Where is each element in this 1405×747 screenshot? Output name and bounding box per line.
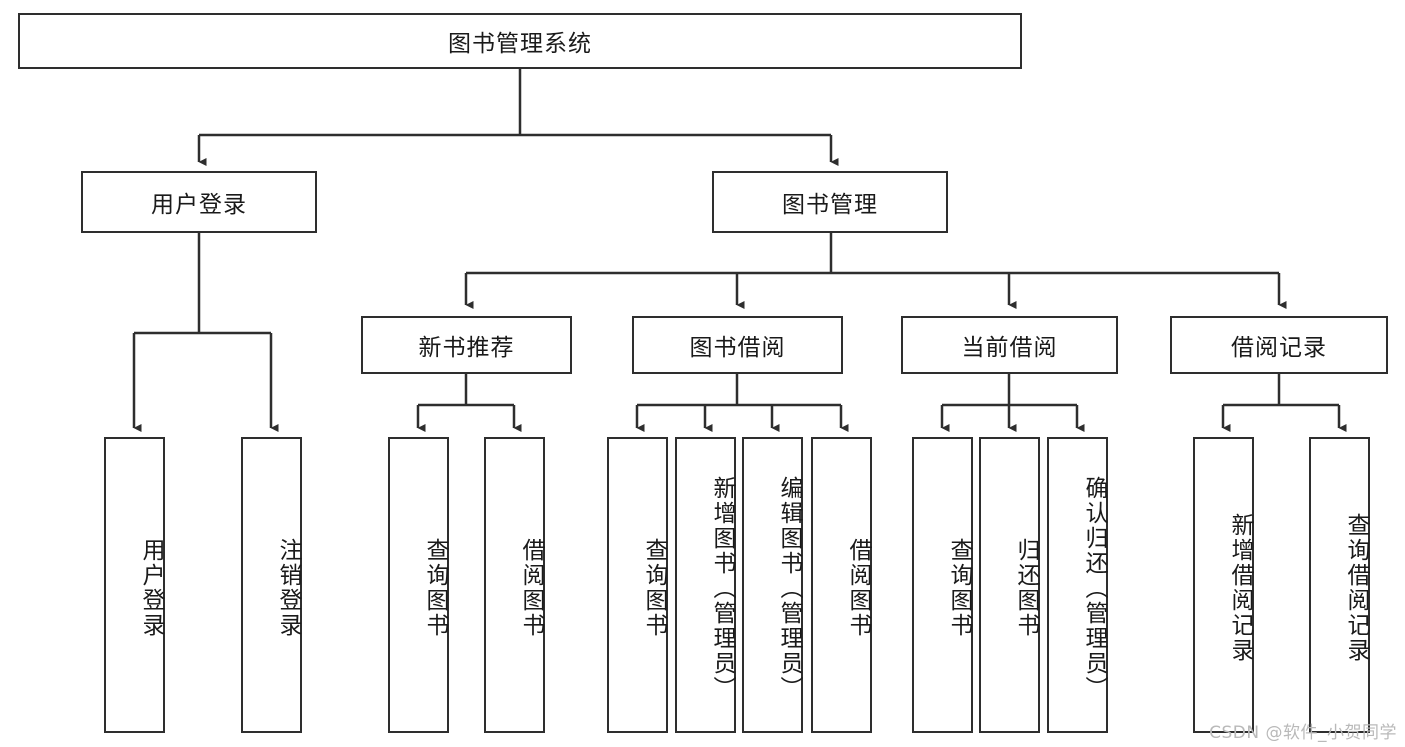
node-leaf-query-borrow-record[interactable]: 查询借阅记录	[1309, 437, 1370, 733]
node-book-management-label: 图书管理	[782, 192, 878, 218]
node-leaf-borrow-books-recommend[interactable]: 借阅图书	[484, 437, 545, 733]
node-current-borrow-label: 当前借阅	[961, 335, 1058, 361]
node-leaf-query-books-borrow[interactable]: 查询图书	[607, 437, 668, 733]
node-leaf-return-books[interactable]: 归还图书	[979, 437, 1040, 733]
node-leaf-edit-book-admin[interactable]: 编辑图书（管理员）	[742, 437, 803, 733]
node-leaf-edit-book-admin-label: 编辑图书（管理员）	[776, 475, 802, 701]
node-leaf-borrow-books-label: 借阅图书	[845, 538, 871, 638]
node-user-login[interactable]: 用户登录	[81, 171, 317, 233]
node-leaf-add-book-admin[interactable]: 新增图书（管理员）	[675, 437, 736, 733]
node-leaf-user-login[interactable]: 用户登录	[104, 437, 165, 733]
node-borrow-record[interactable]: 借阅记录	[1170, 316, 1388, 374]
node-user-login-label: 用户登录	[151, 192, 247, 218]
node-borrow-record-label: 借阅记录	[1231, 335, 1327, 361]
node-leaf-logout-label: 注销登录	[275, 538, 301, 638]
node-root-system[interactable]: 图书管理系统	[18, 13, 1022, 69]
node-leaf-add-borrow-record-label: 新增借阅记录	[1227, 513, 1253, 663]
node-leaf-logout[interactable]: 注销登录	[241, 437, 302, 733]
node-leaf-confirm-return-admin-label: 确认归还（管理员）	[1081, 475, 1107, 701]
node-current-borrow[interactable]: 当前借阅	[901, 316, 1118, 374]
node-leaf-add-borrow-record[interactable]: 新增借阅记录	[1193, 437, 1254, 733]
node-book-borrow-label: 图书借阅	[689, 335, 786, 361]
node-leaf-query-books-current[interactable]: 查询图书	[912, 437, 973, 733]
node-leaf-query-borrow-record-label: 查询借阅记录	[1343, 513, 1369, 663]
node-book-borrow[interactable]: 图书借阅	[632, 316, 843, 374]
node-leaf-query-books-borrow-label: 查询图书	[641, 538, 667, 638]
node-leaf-query-books-recommend[interactable]: 查询图书	[388, 437, 449, 733]
node-leaf-return-books-label: 归还图书	[1013, 538, 1039, 638]
node-new-book-recommend-label: 新书推荐	[418, 335, 515, 361]
csdn-watermark: CSDN @软件_小贺同学	[1209, 723, 1397, 743]
node-leaf-borrow-books-recommend-label: 借阅图书	[518, 538, 544, 638]
node-root-system-label: 图书管理系统	[448, 31, 592, 57]
node-leaf-user-login-label: 用户登录	[138, 538, 164, 638]
node-book-management[interactable]: 图书管理	[712, 171, 948, 233]
node-new-book-recommend[interactable]: 新书推荐	[361, 316, 572, 374]
node-leaf-add-book-admin-label: 新增图书（管理员）	[709, 475, 735, 701]
node-leaf-borrow-books[interactable]: 借阅图书	[811, 437, 872, 733]
node-leaf-confirm-return-admin[interactable]: 确认归还（管理员）	[1047, 437, 1108, 733]
node-leaf-query-books-recommend-label: 查询图书	[422, 538, 448, 638]
node-leaf-query-books-current-label: 查询图书	[946, 538, 972, 638]
